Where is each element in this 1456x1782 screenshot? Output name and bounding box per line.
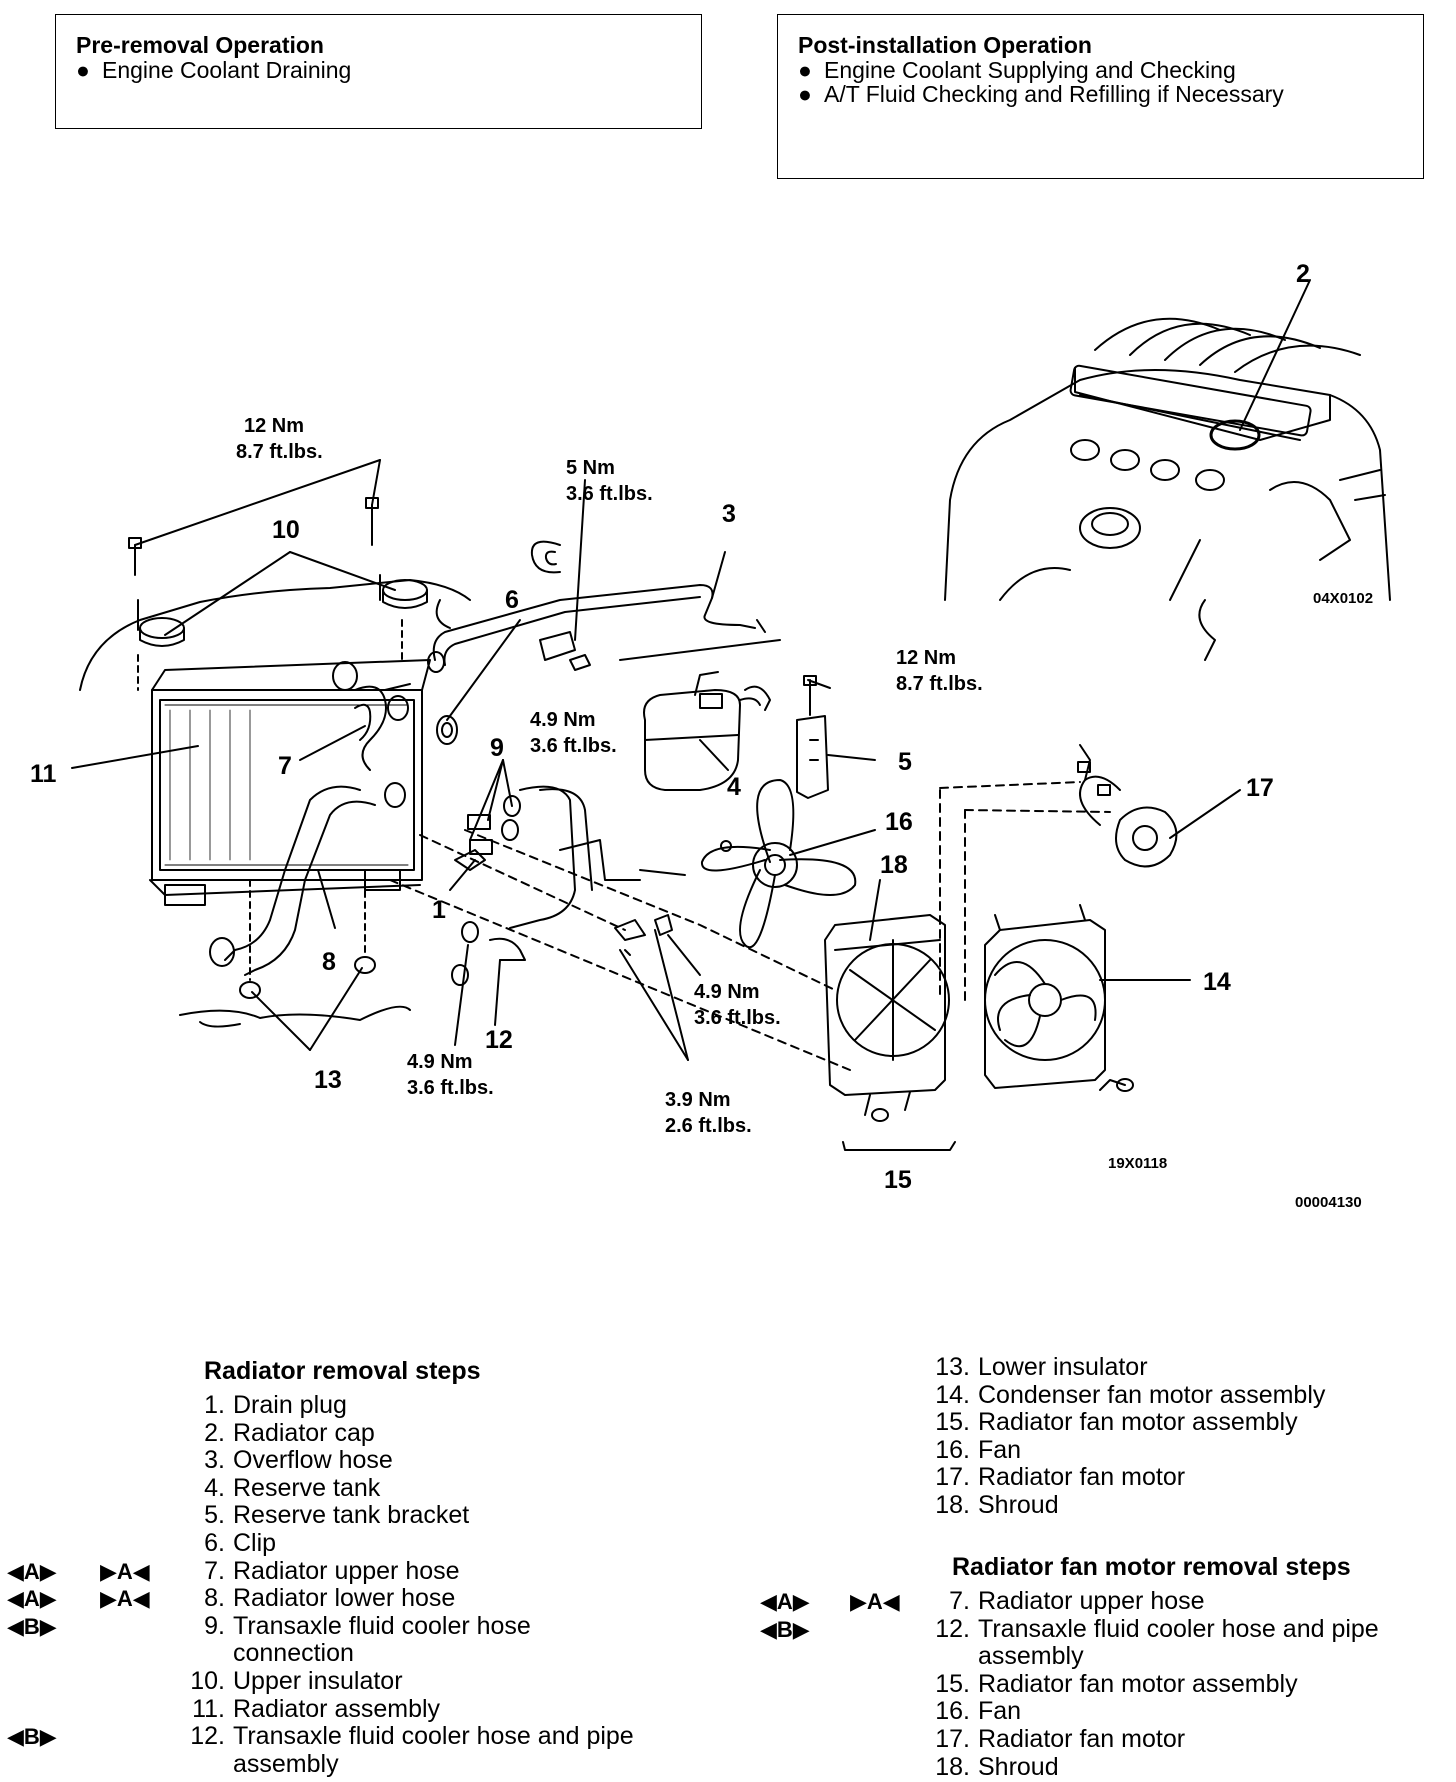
- reserve-tank-drawing: [643, 671, 771, 791]
- callout-1: 1: [432, 896, 446, 924]
- callout-5: 5: [898, 748, 912, 776]
- leader-lines: [71, 279, 1311, 1061]
- list-item: 13.Lower insulator: [935, 1353, 1148, 1381]
- callout-13: 13: [314, 1066, 342, 1094]
- overflow-hose-drawing: [427, 584, 766, 673]
- list-item: 11.Radiator assembly: [192, 1694, 441, 1723]
- upper-insulator-drawing: [137, 574, 428, 647]
- radiator-removal-steps-continued: 13.Lower insulator 14.Condenser fan moto…: [930, 1353, 1430, 1520]
- bullet-icon: ●: [76, 57, 90, 83]
- pre-removal-item: ●Engine Coolant Draining: [76, 57, 352, 83]
- list-item: 4.Reserve tank: [204, 1473, 381, 1502]
- torque-overflow-ft: 3.6 ft.lbs.: [566, 483, 653, 505]
- radiator-removal-title: Radiator removal steps: [204, 1357, 481, 1385]
- list-item: 18.Shroud: [935, 1752, 1059, 1781]
- callout-8: 8: [322, 948, 336, 976]
- torque-clip9-ft: 3.6 ft.lbs.: [530, 735, 617, 757]
- torque-overflow-nm: 5 Nm: [566, 457, 615, 479]
- installation-service-mark: ▶A◀: [100, 1586, 150, 1612]
- list-item: 15.Radiator fan motor assembly: [935, 1408, 1298, 1437]
- removal-service-mark: ◀A▶: [7, 1586, 57, 1612]
- callout-6: 6: [505, 586, 519, 614]
- fan-motor-drawing: [1077, 744, 1178, 868]
- radiator-drawing: [149, 659, 431, 906]
- list-item: 10.Upper insulator: [190, 1666, 403, 1695]
- post-installation-item: ●Engine Coolant Supplying and Checking: [798, 57, 1236, 83]
- bullet-icon: ●: [798, 57, 812, 83]
- callout-3: 3: [722, 500, 736, 528]
- radiator-removal-steps: Radiator removal steps 1.Drain plug 2.Ra…: [7, 1356, 665, 1778]
- torque-clip9-nm: 4.9 Nm: [530, 709, 596, 731]
- torque-upper-insulator-ft: 8.7 ft.lbs.: [236, 441, 323, 463]
- list-item: 16.Fan: [935, 1435, 1022, 1464]
- shroud-drawing: [824, 914, 950, 1122]
- list-item: 5.Reserve tank bracket: [204, 1501, 470, 1530]
- torque-bottom-nm: 4.9 Nm: [407, 1051, 473, 1073]
- callout-15: 15: [884, 1166, 912, 1194]
- torque-right-ft: 3.6 ft.lbs.: [694, 1007, 781, 1029]
- installation-service-mark: ▶A◀: [100, 1558, 150, 1584]
- callout-7: 7: [278, 752, 292, 780]
- torque-bracket-ft: 8.7 ft.lbs.: [896, 673, 983, 695]
- list-item: 17.Radiator fan motor: [935, 1463, 1186, 1492]
- list-item: ◀A▶ ▶A◀ 7.Radiator upper hose: [760, 1587, 1205, 1615]
- callout-4: 4: [727, 773, 741, 801]
- condenser-fan-drawing: [984, 904, 1134, 1092]
- fan-motor-removal-title: Radiator fan motor removal steps: [952, 1553, 1351, 1581]
- lower-hose-drawing: [209, 782, 406, 976]
- list-item: 18.Shroud: [935, 1490, 1059, 1519]
- exploded-view-diagram: 2 3 10 6 11 7 9 4 5 17 16 18 1 8 14 12 1…: [30, 260, 1391, 1211]
- list-item: 2.Radiator cap: [204, 1418, 375, 1447]
- fan-drawing: [701, 779, 857, 948]
- list-item: 6.Clip: [204, 1528, 277, 1557]
- callout-9: 9: [490, 734, 504, 762]
- list-item: ◀B▶ 9.Transaxle fluid cooler hose connec…: [7, 1611, 531, 1668]
- removal-service-mark: ◀A▶: [7, 1558, 57, 1584]
- list-item: ◀A▶ ▶A◀ 7.Radiator upper hose: [7, 1556, 460, 1585]
- torque-upper-insulator-nm: 12 Nm: [244, 415, 304, 437]
- callout-12: 12: [485, 1026, 513, 1054]
- list-item: ◀A▶ ▶A◀ 8.Radiator lower hose: [7, 1584, 456, 1613]
- fan-motor-removal-steps: Radiator fan motor removal steps ◀A▶ ▶A◀…: [760, 1552, 1430, 1781]
- figure-code: 00004130: [1295, 1194, 1362, 1211]
- removal-service-mark: ◀A▶: [760, 1589, 810, 1614]
- callout-11: 11: [30, 760, 57, 788]
- cooler-pipe-drawing: [451, 785, 673, 986]
- callout-18: 18: [880, 851, 908, 879]
- post-installation-title: Post-installation Operation: [798, 32, 1092, 58]
- callout-16: 16: [885, 808, 913, 836]
- torque-right-nm: 4.9 Nm: [694, 981, 760, 1003]
- diagram-code: 19X0118: [1108, 1155, 1167, 1172]
- list-item: 17.Radiator fan motor: [935, 1724, 1186, 1753]
- list-item: 3.Overflow hose: [204, 1446, 393, 1475]
- pre-removal-box: Pre-removal Operation ●Engine Coolant Dr…: [55, 14, 702, 129]
- torque-bottom-ft: 3.6 ft.lbs.: [407, 1077, 494, 1099]
- torque-bracket-nm: 12 Nm: [896, 647, 956, 669]
- callout-10: 10: [272, 516, 300, 544]
- torque-fan-ft: 2.6 ft.lbs.: [665, 1115, 752, 1137]
- list-item: ◀B▶ 12.Transaxle fluid cooler hose and p…: [7, 1722, 634, 1778]
- inset-code: 04X0102: [1313, 590, 1373, 607]
- list-item: ◀B▶ 12.Transaxle fluid cooler hose and p…: [760, 1614, 1379, 1671]
- list-item: 1.Drain plug: [204, 1391, 347, 1419]
- post-installation-item: ●A/T Fluid Checking and Refilling if Nec…: [798, 81, 1284, 107]
- upper-hose-drawing: [332, 661, 411, 771]
- removal-service-mark: ◀B▶: [7, 1613, 57, 1639]
- list-item: 15.Radiator fan motor assembly: [935, 1669, 1298, 1698]
- removal-service-mark: ◀B▶: [760, 1616, 810, 1642]
- installation-service-mark: ▶A◀: [850, 1589, 900, 1614]
- callout-14: 14: [1203, 968, 1231, 996]
- post-installation-box: Post-installation Operation ●Engine Cool…: [777, 14, 1424, 179]
- removal-service-mark: ◀B▶: [7, 1724, 57, 1750]
- callout-2: 2: [1296, 260, 1310, 288]
- torque-fan-nm: 3.9 Nm: [665, 1089, 731, 1111]
- callout-17: 17: [1246, 774, 1274, 802]
- bullet-icon: ●: [798, 81, 812, 107]
- list-item: 16.Fan: [935, 1697, 1022, 1726]
- pre-removal-title: Pre-removal Operation: [76, 32, 324, 58]
- list-item: 14.Condenser fan motor assembly: [935, 1380, 1326, 1409]
- engine-inset-drawing: [944, 317, 1391, 661]
